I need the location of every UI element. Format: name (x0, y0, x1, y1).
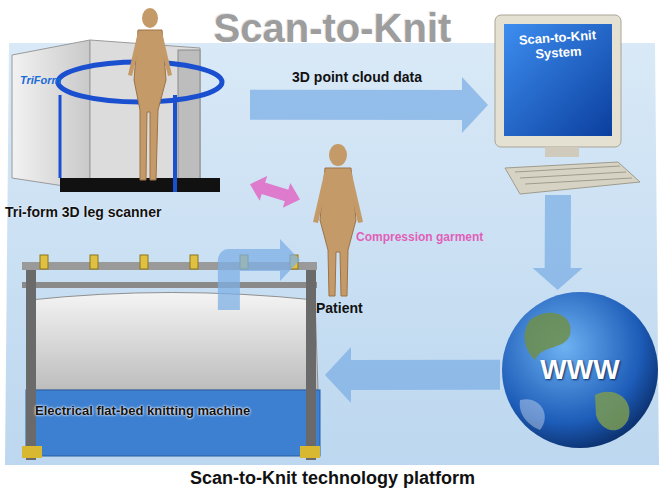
label-text: TriForm (20, 74, 61, 86)
scanner-node: Tri-form 3D leg scanner (5, 8, 250, 223)
flow-arrow (250, 176, 300, 208)
node-text: Patient (316, 300, 363, 316)
flow-arrow (250, 77, 488, 133)
www-node: WWW (500, 290, 660, 450)
edge-label: 3D point cloud data (292, 69, 422, 85)
machine-node: Electrical flat-bed knitting machine (15, 310, 325, 460)
flow-arrow (229, 239, 300, 310)
scanner-figure (12, 8, 222, 192)
node-text: Compression garment (356, 230, 483, 244)
computer-node: Scan-to-Knit System (488, 15, 628, 195)
node-text: Electrical flat-bed knitting machine (35, 403, 250, 418)
node-text: Scan-to-Knit System (507, 28, 609, 65)
flow-arrow (533, 195, 583, 290)
flow-arrow (325, 347, 500, 403)
caption: Scan-to-Knit technology platform (0, 468, 665, 489)
knitting-machine-figure (22, 255, 320, 460)
patient-node: Compression garmentPatient (300, 140, 500, 320)
node-text: Tri-form 3D leg scanner (5, 204, 161, 220)
computer-figure (495, 15, 640, 194)
patient-figure (313, 144, 363, 296)
node-text: WWW (500, 354, 660, 386)
